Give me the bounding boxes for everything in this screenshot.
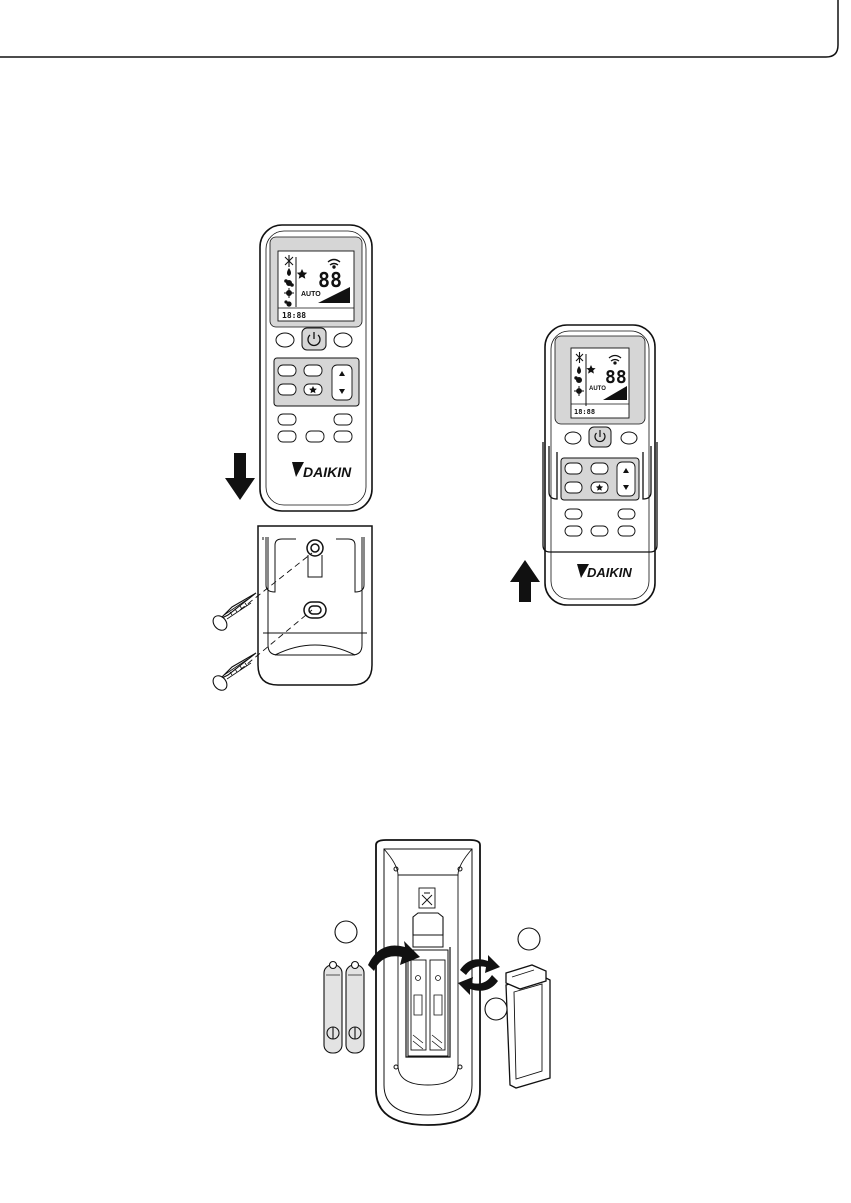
fan-button[interactable]: [334, 333, 352, 347]
lcd-clock: 18:88: [282, 311, 306, 320]
daikin-logo-text: DAIKIN: [587, 565, 632, 580]
lower-button-1[interactable]: [565, 509, 582, 519]
screw-icon: [210, 593, 256, 633]
step-badge-3: [485, 998, 507, 1020]
step-badge-1: [335, 921, 357, 943]
lower-button-5[interactable]: [334, 431, 352, 442]
lcd-auto-label: AUTO: [589, 386, 606, 392]
grid-button-3[interactable]: [565, 482, 582, 493]
lower-button-4[interactable]: [591, 526, 608, 536]
battery-cover: [506, 965, 550, 1088]
lower-button-2[interactable]: [618, 509, 635, 519]
slide-down-arrow: [225, 453, 255, 500]
grid-button-2[interactable]: [591, 463, 608, 474]
remote-front: 88 AUTO 18:88 DAIKIN: [543, 325, 657, 605]
remote-front: 88 AUTO 18:88 DAIKIN: [260, 225, 372, 511]
fan-button[interactable]: [621, 432, 637, 444]
wall-holder: [258, 526, 372, 685]
battery-icon: [324, 962, 342, 1054]
figure-battery-replacement: [310, 835, 570, 1130]
grid-button-3[interactable]: [278, 384, 296, 395]
step-badge-2: [518, 928, 540, 950]
battery-icon: [346, 962, 364, 1054]
lcd-temperature-digits: 88: [318, 268, 342, 292]
mode-button[interactable]: [276, 333, 294, 347]
page-cut-line: [0, 0, 851, 60]
screw-icon: [210, 653, 256, 693]
temperature-rocker[interactable]: [332, 365, 352, 400]
lcd-temperature-digits: 88: [605, 367, 627, 388]
mode-button[interactable]: [565, 432, 581, 444]
lower-button-5[interactable]: [618, 526, 635, 536]
figure-wall-mount: 88 AUTO 18:88 DAIKIN: [200, 215, 390, 710]
lower-button-3[interactable]: [565, 526, 582, 536]
lower-button-1[interactable]: [278, 414, 296, 425]
grid-button-1[interactable]: [278, 365, 296, 376]
lower-button-4[interactable]: [306, 431, 324, 442]
daikin-logo-text: DAIKIN: [303, 464, 352, 480]
lift-up-arrow: [510, 560, 540, 602]
figure-remove-from-holder: 88 AUTO 18:88 DAIKIN: [505, 320, 675, 610]
grid-button-2[interactable]: [304, 365, 322, 376]
temperature-rocker[interactable]: [617, 462, 635, 496]
lcd-auto-label: AUTO: [301, 291, 321, 298]
lower-button-3[interactable]: [278, 431, 296, 442]
grid-button-1[interactable]: [565, 463, 582, 474]
lcd-clock: 18:88: [574, 408, 595, 416]
lower-button-2[interactable]: [334, 414, 352, 425]
